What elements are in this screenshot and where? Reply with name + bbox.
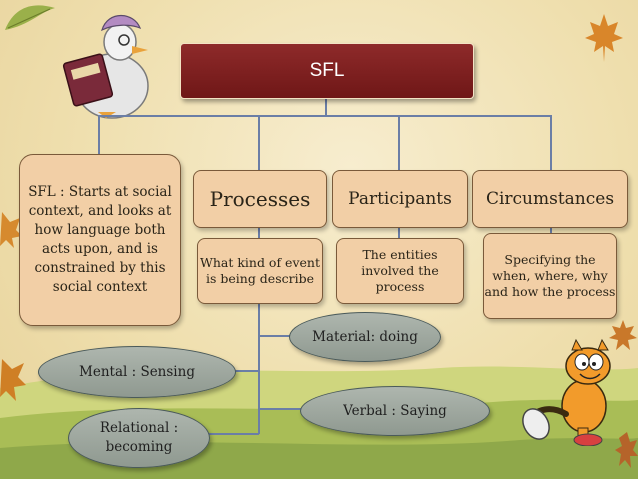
circumstances-description-text: Specifying the when, where, why and how … xyxy=(484,252,616,299)
connector-line xyxy=(398,226,400,238)
process-type-label: Verbal : Saying xyxy=(343,402,447,419)
connector-line xyxy=(98,115,100,155)
maple-leaf-icon xyxy=(609,320,637,350)
connector-line xyxy=(258,302,260,434)
connector-line xyxy=(398,115,400,171)
connector-line xyxy=(325,97,327,115)
node-participants-label: Participants xyxy=(348,189,452,209)
definition-node: SFL : Starts at social context, and look… xyxy=(19,154,181,326)
root-node-label: SFL xyxy=(309,60,345,81)
connector-line xyxy=(207,433,259,435)
mother-goose-illustration xyxy=(62,15,149,119)
cat-cartoon-illustration xyxy=(522,338,611,446)
node-processes: Processes xyxy=(193,170,327,228)
connector-line xyxy=(258,226,260,238)
node-processes-label: Processes xyxy=(209,187,311,211)
process-type-label: Relational : becoming xyxy=(99,420,179,455)
circumstances-description: Specifying the when, where, why and how … xyxy=(483,233,617,319)
connector-line xyxy=(98,115,552,117)
connector-line xyxy=(233,370,259,372)
node-circumstances: Circumstances xyxy=(472,170,628,228)
participants-description: The entities involved the process xyxy=(336,238,464,304)
process-type-relational: Relational : becoming xyxy=(68,408,210,468)
connector-line xyxy=(258,335,290,337)
process-type-verbal: Verbal : Saying xyxy=(300,386,490,436)
connector-line xyxy=(550,115,552,171)
process-type-material: Material: doing xyxy=(289,312,441,362)
maple-leaf-icon xyxy=(615,432,638,468)
connector-line xyxy=(550,226,552,234)
node-participants: Participants xyxy=(332,170,468,228)
leaf-icon xyxy=(5,5,55,30)
maple-leaf-icon xyxy=(0,212,22,248)
process-type-label: Material: doing xyxy=(312,328,418,345)
connector-line xyxy=(258,408,301,410)
processes-description-text: What kind of event is being describe xyxy=(199,255,320,286)
process-type-mental: Mental : Sensing xyxy=(38,346,236,398)
processes-description: What kind of event is being describe xyxy=(197,238,323,304)
root-node-sfl: SFL xyxy=(180,43,474,99)
process-type-label: Mental : Sensing xyxy=(79,363,195,380)
maple-leaf-icon xyxy=(0,359,26,401)
definition-text: SFL : Starts at social context, and look… xyxy=(28,184,172,295)
connector-line xyxy=(258,115,260,171)
maple-leaf-icon xyxy=(585,14,623,62)
participants-description-text: The entities involved the process xyxy=(361,247,439,294)
node-circumstances-label: Circumstances xyxy=(485,189,615,209)
